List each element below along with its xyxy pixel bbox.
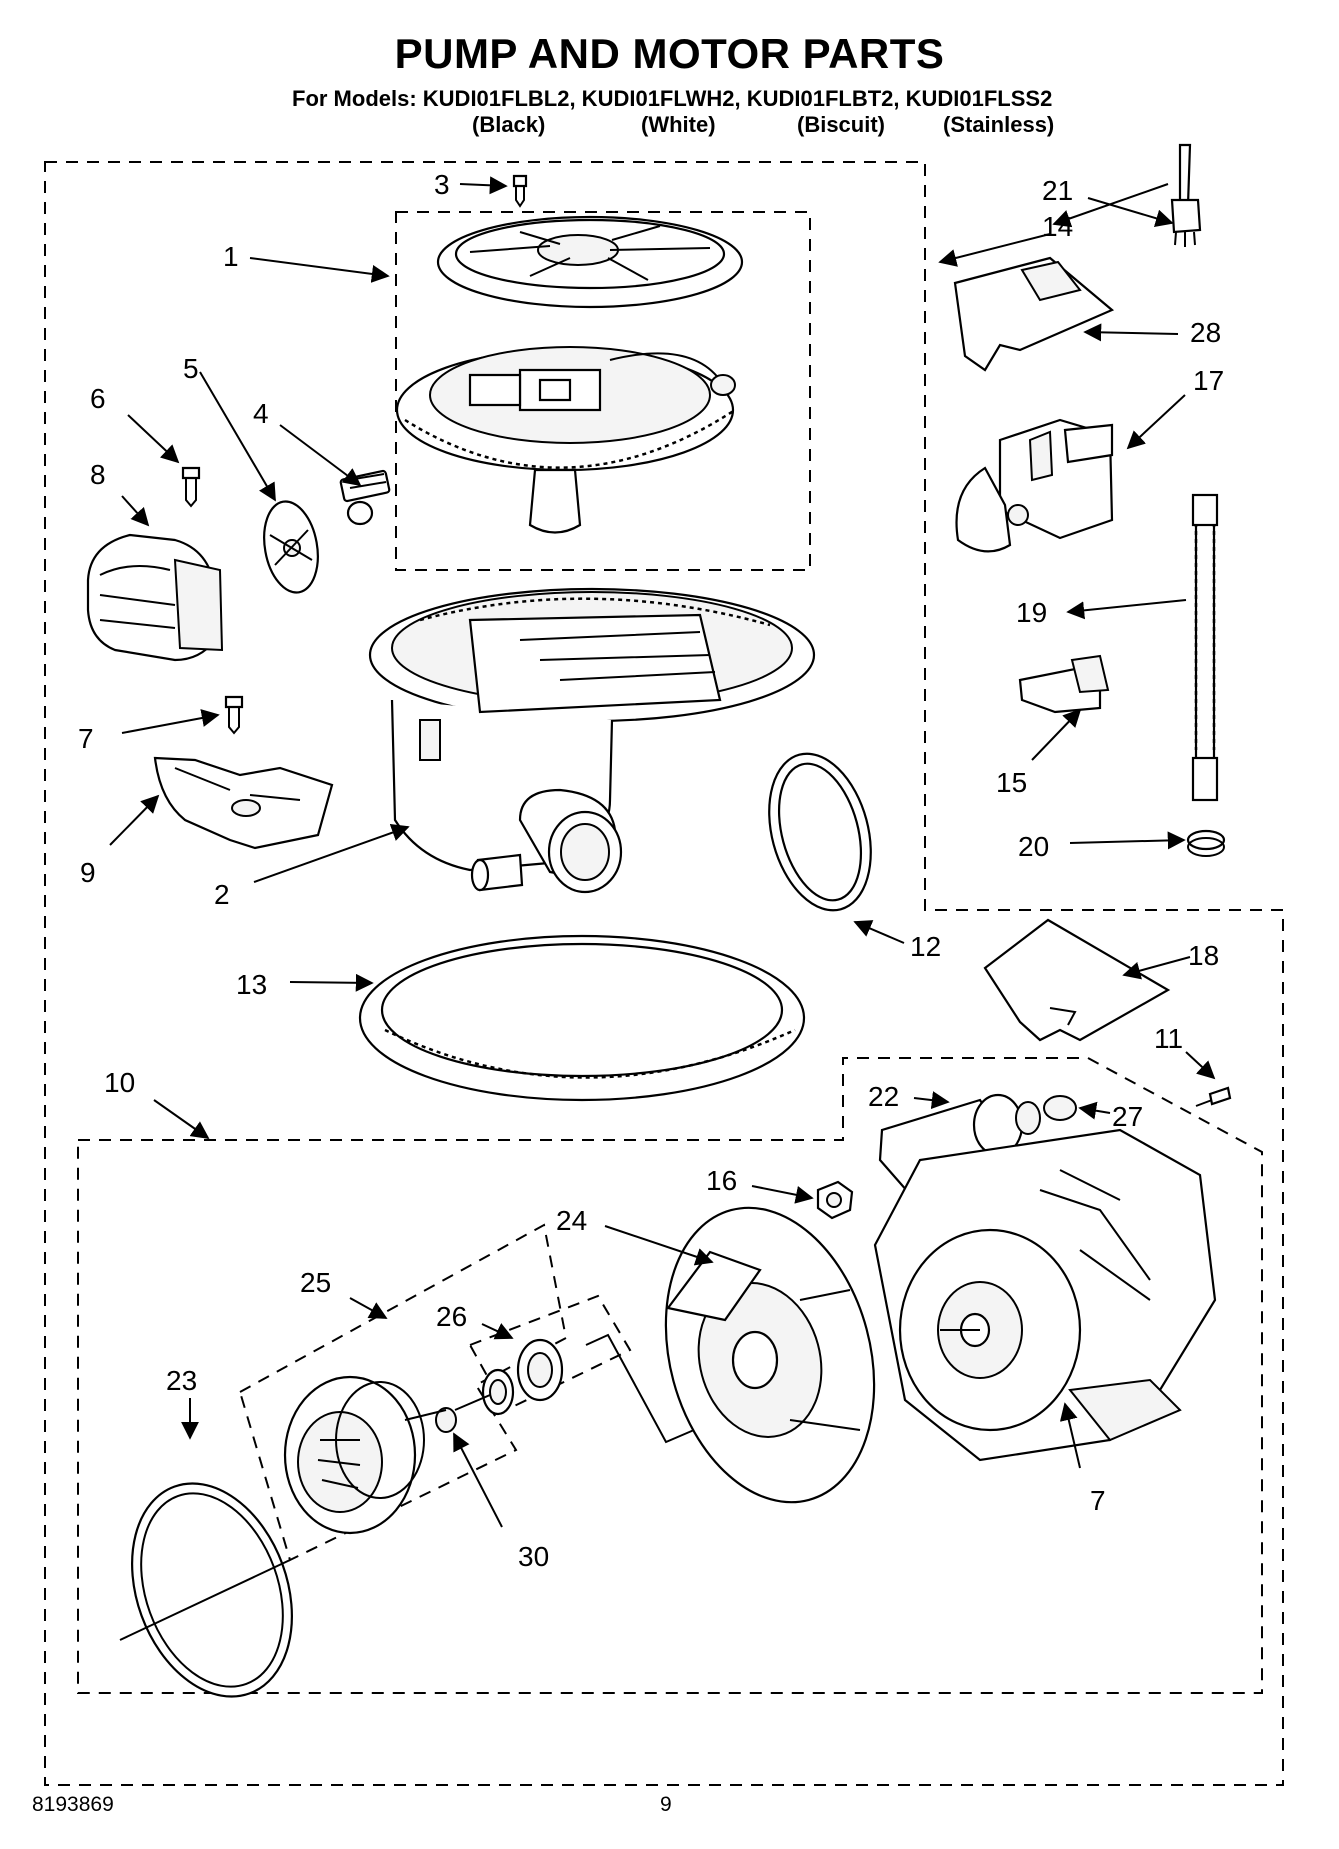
callout-8: 8 <box>90 459 106 490</box>
variant-biscuit: (Biscuit) <box>797 112 885 137</box>
part-27-washer <box>1043 1095 1077 1121</box>
callout-20: 7 <box>1090 1485 1106 1516</box>
leader-lines <box>109 176 1216 1528</box>
callout-2: 18 <box>1188 940 1219 971</box>
variant-white: (White) <box>641 112 716 137</box>
part-1-manifold <box>395 346 736 534</box>
part-22-impeller <box>283 1375 425 1535</box>
part-7-screw-lower <box>224 695 244 735</box>
callout-24: 20 <box>1018 831 1049 862</box>
callout-1: 1 <box>223 241 239 272</box>
part-18-volute <box>664 1206 876 1504</box>
spray-arm-assembly-box <box>395 211 811 571</box>
assembly-axis <box>119 1394 491 1641</box>
part-15-clip <box>1018 654 1110 714</box>
models-line: For Models: KUDI01FLBL2, KUDI01FLWH2, KU… <box>292 86 1053 111</box>
callout-11: 11 <box>1154 1023 1183 1054</box>
callout-14: 14 <box>1042 211 1073 242</box>
callout-30: 30 <box>518 1541 549 1572</box>
doc-number: 8193869 <box>32 1793 114 1816</box>
page-number: 9 <box>660 1793 672 1816</box>
callout-13: 13 <box>236 969 267 1000</box>
callout-25: 21 <box>1042 175 1073 206</box>
part-7-screw-upper <box>181 466 201 508</box>
part-2-sheet <box>983 918 1171 1042</box>
impeller-kit-box <box>238 1223 568 1562</box>
callout-22: 25 <box>300 1267 331 1298</box>
callout-23: 26 <box>436 1301 467 1332</box>
callout-10: 10 <box>104 1067 135 1098</box>
part-8-cover <box>86 533 224 662</box>
callout-17: 17 <box>1193 365 1224 396</box>
callout-15: 15 <box>996 767 1027 798</box>
part-9-bracket <box>153 756 334 850</box>
callout-27: 27 <box>1112 1101 1143 1132</box>
callout-26: 22 <box>868 1081 899 1112</box>
part-28-shield <box>953 256 1115 372</box>
callout-7a: 6 <box>90 383 106 414</box>
part-21-ring <box>131 1482 293 1698</box>
part-30-washer <box>435 1407 457 1433</box>
callout-18: 24 <box>556 1205 587 1236</box>
part-13-gasket <box>358 934 806 1102</box>
callout-5: 4 <box>253 398 269 429</box>
outer-assembly-boundary <box>44 161 1284 1786</box>
part-1-filter-plate <box>436 215 744 309</box>
variant-stainless: (Stainless) <box>943 112 1055 137</box>
part-20-motor <box>873 1128 1217 1462</box>
callout-4: 2 <box>214 879 230 910</box>
callout-9: 9 <box>80 857 96 888</box>
callout-3: 3 <box>434 169 450 200</box>
callout-7b: 7 <box>78 723 94 754</box>
part-11-screw <box>1195 1086 1232 1107</box>
callout-21: 23 <box>166 1365 197 1396</box>
part-3-screw <box>512 174 528 208</box>
variant-black: (Black) <box>472 112 546 137</box>
part-19-hose <box>1191 493 1219 802</box>
part-23-seal <box>481 1338 564 1416</box>
part-5-float <box>339 469 391 526</box>
callout-19: 19 <box>1016 597 1047 628</box>
pump-motor-assembly-box <box>77 1057 1263 1694</box>
part-25-sensor <box>1170 143 1202 247</box>
callout-6: 5 <box>183 353 199 384</box>
callout-28: 28 <box>1190 317 1221 348</box>
callout-12: 12 <box>910 931 941 962</box>
page-title: PUMP AND MOTOR PARTS <box>394 30 945 77</box>
part-16-nut <box>816 1180 854 1220</box>
callout-16: 16 <box>706 1165 737 1196</box>
part-17-diverter <box>955 418 1114 553</box>
part-24-clamp <box>1186 829 1226 857</box>
part-12-ring <box>768 752 872 912</box>
part-6-disc <box>263 500 319 594</box>
shaft-bracket-line <box>585 1333 695 1444</box>
callout-labels: 3 1 21 14 28 17 5 6 4 8 19 7 15 20 9 2 1… <box>78 169 1224 1572</box>
part-4-sump <box>368 587 816 894</box>
